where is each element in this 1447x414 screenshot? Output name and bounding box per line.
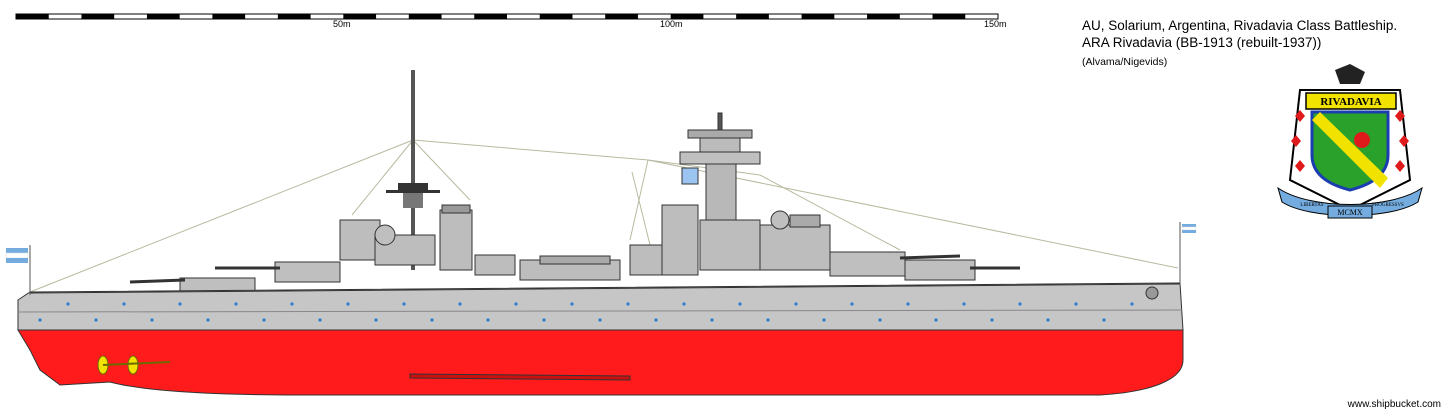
author-credit: (Alvama/Nigevids) bbox=[1082, 56, 1168, 68]
hull-lower bbox=[17, 329, 1184, 396]
porthole bbox=[570, 302, 574, 306]
scale-bar bbox=[15, 13, 999, 20]
emblem-motto-left: LIBERTAS bbox=[1300, 203, 1323, 208]
porthole bbox=[850, 302, 854, 306]
title-line-1: AU, Solarium, Argentina, Rivadavia Class… bbox=[1082, 18, 1398, 33]
superstructure bbox=[339, 204, 831, 281]
porthole bbox=[514, 302, 518, 306]
scale-label-150m: 150m bbox=[984, 19, 1007, 29]
scale-segment bbox=[343, 14, 377, 19]
scale-label-50m: 50m bbox=[333, 19, 351, 29]
porthole bbox=[1130, 302, 1134, 306]
scale-label-100m: 100m bbox=[660, 19, 683, 29]
porthole bbox=[206, 318, 210, 322]
portholes bbox=[38, 302, 1134, 322]
emblem-diagonal-band bbox=[1312, 112, 1388, 188]
porthole bbox=[766, 318, 770, 322]
bow-flag bbox=[1179, 222, 1197, 285]
porthole bbox=[430, 318, 434, 322]
emblem-ribbon bbox=[1277, 186, 1423, 216]
porthole bbox=[234, 302, 238, 306]
bilge-keel bbox=[409, 373, 631, 381]
stern-flag bbox=[5, 245, 31, 295]
scale-segment bbox=[277, 14, 311, 19]
hull-upper bbox=[17, 282, 1184, 331]
scale-segment bbox=[801, 14, 835, 19]
porthole bbox=[878, 318, 882, 322]
ship-title: AU, Solarium, Argentina, Rivadavia Class… bbox=[1082, 17, 1397, 51]
emblem-crest-icon bbox=[1335, 64, 1365, 84]
emblem-name-banner bbox=[1305, 92, 1397, 110]
porthole bbox=[598, 318, 602, 322]
porthole bbox=[822, 318, 826, 322]
porthole bbox=[542, 318, 546, 322]
porthole bbox=[38, 318, 42, 322]
title-line-2: ARA Rivadavia (BB-1913 (rebuilt-1937)) bbox=[1082, 35, 1322, 50]
porthole bbox=[710, 318, 714, 322]
scale-segment bbox=[146, 14, 180, 19]
ship-emblem: RIVADAVIA LIBERTAS PROGRESSVS MCMX bbox=[1277, 64, 1423, 219]
scale-segment bbox=[670, 14, 704, 19]
scale-segment bbox=[474, 14, 507, 19]
porthole bbox=[934, 318, 938, 322]
porthole bbox=[94, 318, 98, 322]
porthole bbox=[962, 302, 966, 306]
emblem-motto-right: PROGRESSVS bbox=[1372, 203, 1404, 208]
porthole bbox=[318, 318, 322, 322]
scale-segment bbox=[605, 14, 638, 19]
porthole bbox=[486, 318, 490, 322]
porthole bbox=[682, 302, 686, 306]
emblem-diamonds bbox=[1291, 110, 1409, 172]
scale-segment bbox=[408, 14, 442, 19]
porthole bbox=[626, 302, 630, 306]
porthole bbox=[150, 318, 154, 322]
porthole bbox=[1102, 318, 1106, 322]
porthole bbox=[906, 302, 910, 306]
emblem-cap-icon bbox=[1354, 132, 1370, 148]
porthole bbox=[458, 302, 462, 306]
porthole bbox=[738, 302, 742, 306]
porthole bbox=[402, 302, 406, 306]
porthole bbox=[990, 318, 994, 322]
porthole bbox=[1046, 318, 1050, 322]
gun-turrets bbox=[129, 210, 1020, 293]
porthole bbox=[178, 302, 182, 306]
scale-segment bbox=[736, 14, 769, 19]
scale-segment bbox=[539, 14, 573, 19]
scale-segment bbox=[867, 14, 900, 19]
watermark: www.shipbucket.com bbox=[1347, 399, 1441, 410]
porthole bbox=[374, 318, 378, 322]
deck-line bbox=[29, 283, 1181, 294]
porthole bbox=[122, 302, 126, 306]
porthole bbox=[794, 302, 798, 306]
foremast bbox=[386, 70, 440, 270]
scale-segment bbox=[16, 14, 49, 19]
porthole bbox=[290, 302, 294, 306]
scale-segment bbox=[212, 14, 246, 19]
porthole bbox=[1018, 302, 1022, 306]
porthole bbox=[346, 302, 350, 306]
scale-segment bbox=[932, 14, 966, 19]
porthole bbox=[1074, 302, 1078, 306]
propellers bbox=[97, 355, 171, 375]
porthole bbox=[66, 302, 70, 306]
scale-segment bbox=[81, 14, 115, 19]
emblem-year: MCMX bbox=[1337, 208, 1363, 217]
emblem-name: RIVADAVIA bbox=[1320, 96, 1381, 108]
porthole bbox=[262, 318, 266, 322]
belt-line bbox=[17, 309, 1183, 313]
porthole bbox=[654, 318, 658, 322]
emblem-year-banner bbox=[1327, 205, 1373, 219]
anchor-hawse bbox=[1145, 286, 1159, 300]
